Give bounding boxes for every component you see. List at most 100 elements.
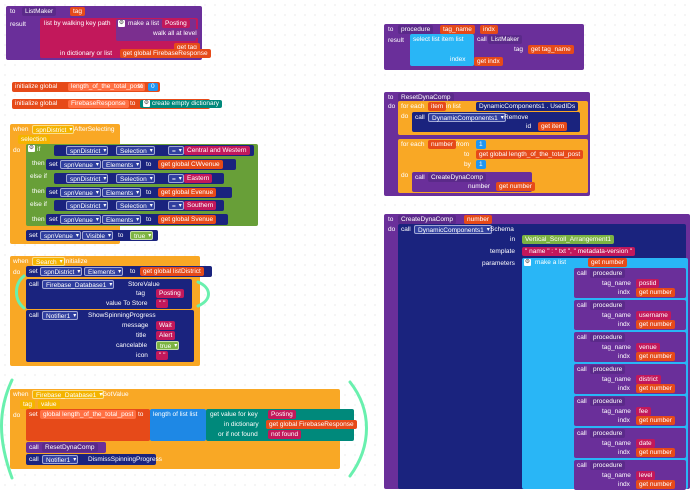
get-number[interactable]: get number (588, 258, 627, 267)
set-global-length-block[interactable]: set global length_of_the_total_post to (26, 409, 150, 441)
property-dropdown[interactable]: Selection (116, 201, 155, 211)
param-indx[interactable]: indx (480, 25, 498, 34)
property-dropdown[interactable]: Elements (102, 215, 142, 225)
string-not-found[interactable]: not found (268, 430, 302, 439)
procedure-name[interactable]: ListMaker (22, 7, 57, 16)
param-tag-name[interactable]: tag_name (440, 25, 475, 34)
selection-param[interactable]: selection (18, 135, 50, 144)
component-dropdown[interactable]: Notifier1 (42, 455, 79, 465)
component-dropdown[interactable]: spnDistrict (66, 201, 109, 211)
number-zero[interactable]: 0 (148, 83, 158, 91)
get-number[interactable]: get number (636, 416, 675, 425)
gear-icon[interactable]: ⚙ (118, 20, 125, 27)
operator-dropdown[interactable]: = (168, 201, 184, 211)
component-dropdown[interactable]: spnDistrict (66, 174, 109, 184)
get-number[interactable]: get number (636, 448, 675, 457)
set-venue-elements-3[interactable]: set spnVenue Elements to get global Sven… (46, 214, 228, 225)
procedure-name[interactable]: procedure (398, 25, 434, 34)
set-spndistrict-elements[interactable]: set spnDistrict Elements to get global l… (26, 266, 212, 277)
get-number[interactable]: get number (636, 384, 675, 393)
procedure-dropdown[interactable]: procedure (590, 461, 626, 470)
length-of-list-block[interactable]: length of list list (150, 409, 206, 441)
call-notifier-show[interactable]: call Notifier1 ShowSpinningProgress mess… (26, 310, 194, 362)
create-empty-dictionary[interactable]: ⚙ create empty dictionary (140, 100, 223, 108)
property-dropdown[interactable]: Selection (116, 174, 155, 184)
global-name[interactable]: length_of_the_total_post (68, 83, 146, 91)
component-dropdown[interactable]: spnVenue (60, 188, 101, 198)
tag-string[interactable]: fee (636, 407, 652, 416)
property-dropdown[interactable]: Elements (102, 188, 142, 198)
procedure-dropdown[interactable]: procedure (590, 365, 626, 374)
number-one[interactable]: 1 (476, 160, 486, 169)
string-wait[interactable]: Wait (156, 321, 175, 330)
init-global-length-block[interactable]: initialize global length_of_the_total_po… (12, 82, 160, 92)
string-posting[interactable]: Posting (268, 410, 296, 419)
walk-key-path-block[interactable]: list by walking key path ⚙ make a list P… (40, 18, 211, 58)
component-dropdown[interactable]: Notifier1 (42, 311, 79, 321)
set-venue-visible[interactable]: set spnVenue Visible to true (26, 230, 158, 241)
call-notifier-dismiss[interactable]: call Notifier1 DismissSpinningProgress (26, 454, 162, 465)
global-length-dropdown[interactable]: global length_of_the_total_post (40, 410, 137, 419)
property-dropdown[interactable]: Selection (116, 146, 155, 156)
get-value-for-key-block[interactable]: get value for key Posting in dictionary … (206, 409, 357, 441)
call-firebase-storevalue[interactable]: call Firebase_Database1 StoreValue tag P… (26, 279, 192, 309)
arrangement-component[interactable]: Vertical_Scroll_Arrangement1 (522, 235, 614, 244)
value-param[interactable]: value (38, 400, 60, 409)
procedure-dropdown[interactable]: procedure (590, 269, 626, 278)
procedure-dropdown[interactable]: ResetDynaComp (42, 443, 98, 452)
get-global-listdistrict[interactable]: get global listDistrict (140, 267, 204, 276)
call-remove[interactable]: call DynamicComponents1 Remove id get it… (412, 112, 580, 132)
item-var[interactable]: item (428, 102, 447, 111)
property-dropdown[interactable]: Elements (84, 267, 124, 277)
component-dropdown[interactable]: Firebase_Database1 (42, 280, 115, 290)
operator-dropdown[interactable]: = (168, 146, 184, 156)
tag-string[interactable]: username (636, 311, 671, 320)
posting-string[interactable]: Posting (162, 19, 190, 28)
operator-dropdown[interactable]: = (168, 174, 184, 184)
procedure-dropdown[interactable]: procedure (590, 333, 626, 342)
procedure-dropdown[interactable]: procedure (590, 301, 626, 310)
get-global-length[interactable]: get global length_of_the_total_post (476, 150, 584, 159)
component-dropdown[interactable]: Search (32, 257, 65, 267)
empty-string[interactable]: " " (156, 351, 169, 360)
get-global-evenue[interactable]: get global Evenue (158, 188, 217, 197)
make-list-block[interactable]: ⚙ make a list Posting walk all at level (116, 19, 200, 41)
select-list-item-block[interactable]: select list item list index (410, 34, 474, 66)
empty-string[interactable]: " " (156, 299, 169, 308)
tag-param[interactable]: tag (20, 400, 36, 409)
property-dropdown[interactable]: Elements (102, 160, 142, 170)
compare-block-2[interactable]: spnDistrict Selection = Eastern (54, 173, 224, 184)
get-global-firebaseresponse[interactable]: get global FirebaseResponse (266, 420, 357, 429)
procedure-dropdown[interactable]: ListMaker (488, 35, 523, 44)
procedure-name[interactable]: CreateDynaComp (398, 215, 457, 224)
get-number[interactable]: get number (636, 352, 675, 361)
get-tag-block[interactable]: get tag (174, 43, 200, 52)
component-dropdown[interactable]: spnVenue (40, 231, 81, 241)
component-dropdown[interactable]: Firebase_Database1 (32, 390, 105, 400)
true-dropdown[interactable]: true (156, 341, 180, 351)
tag-string[interactable]: district (636, 375, 661, 384)
component-dropdown[interactable]: spnVenue (60, 160, 101, 170)
tag-string[interactable]: venue (636, 343, 660, 352)
dynamic-usedids[interactable]: DynamicComponents1 . UsedIDs (476, 102, 579, 111)
tag-string[interactable]: postid (636, 279, 660, 288)
get-indx[interactable]: get indx (474, 57, 503, 66)
get-global-svenue[interactable]: get global Svenue (158, 215, 217, 224)
call-listmaker[interactable]: call ListMaker tag get tag_name (474, 34, 582, 56)
set-venue-elements-2[interactable]: set spnVenue Elements to get global Even… (46, 187, 232, 198)
get-number[interactable]: get number (636, 288, 675, 297)
procedure-dropdown[interactable]: CreateDynaComp (428, 173, 487, 182)
gear-icon[interactable]: ⚙ (524, 259, 531, 266)
number-one[interactable]: 1 (476, 140, 486, 149)
get-number[interactable]: get number (636, 480, 675, 489)
procedure-dropdown[interactable]: procedure (590, 397, 626, 406)
get-number[interactable]: get number (496, 182, 535, 191)
string-eastern[interactable]: Eastern (184, 174, 213, 183)
true-dropdown[interactable]: true (130, 231, 154, 241)
string-central-western[interactable]: Central and Western (184, 146, 250, 155)
gear-icon[interactable]: ⚙ (28, 145, 35, 152)
